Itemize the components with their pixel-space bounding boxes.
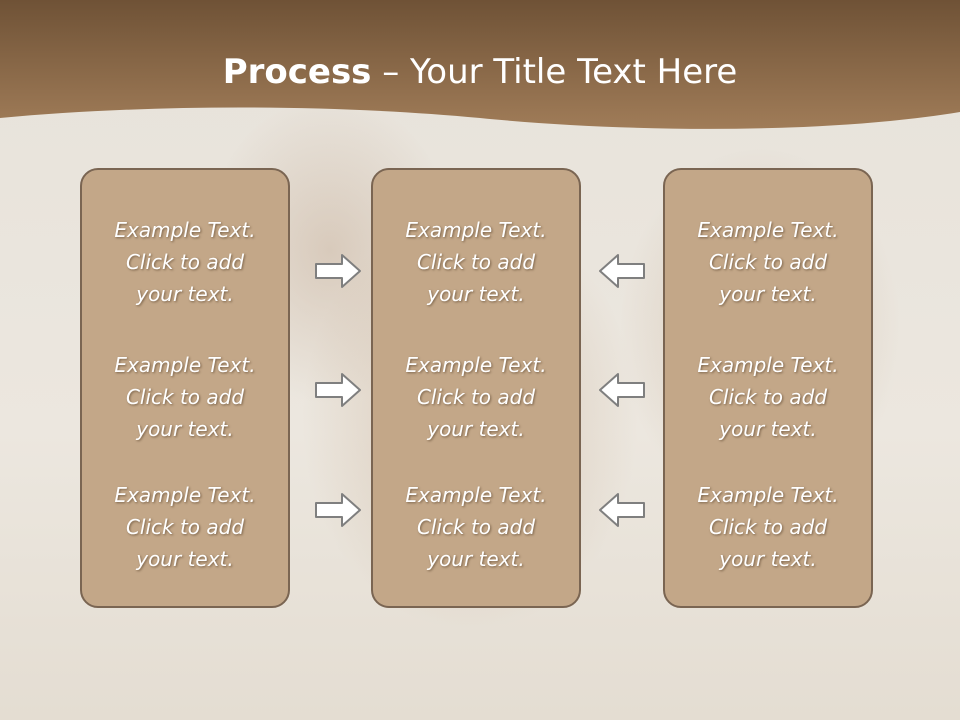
- center-text-box[interactable]: Example Text. Click to add your text. Ex…: [371, 168, 581, 608]
- right-arrow-icon: [315, 254, 361, 288]
- right-text-3[interactable]: Example Text. Click to add your text.: [697, 483, 839, 571]
- center-text-3[interactable]: Example Text. Click to add your text.: [405, 483, 547, 571]
- left-arrow-icon: [599, 493, 645, 527]
- right-arrow-icon: [315, 493, 361, 527]
- left-arrow-icon: [599, 373, 645, 407]
- left-text-box[interactable]: Example Text. Click to add your text. Ex…: [80, 168, 290, 608]
- title-rest: – Your Title Text Here: [371, 52, 738, 92]
- left-text-3[interactable]: Example Text. Click to add your text.: [114, 483, 256, 571]
- center-text-2[interactable]: Example Text. Click to add your text.: [405, 353, 547, 441]
- title-bold: Process: [222, 52, 372, 92]
- left-text-1[interactable]: Example Text. Click to add your text.: [114, 218, 256, 306]
- right-text-2[interactable]: Example Text. Click to add your text.: [697, 353, 839, 441]
- center-text-1[interactable]: Example Text. Click to add your text.: [405, 218, 547, 306]
- right-arrow-icon: [315, 373, 361, 407]
- right-text-1[interactable]: Example Text. Click to add your text.: [697, 218, 839, 306]
- left-text-2[interactable]: Example Text. Click to add your text.: [114, 353, 256, 441]
- header-band: [0, 0, 960, 129]
- right-text-box[interactable]: Example Text. Click to add your text. Ex…: [663, 168, 873, 608]
- left-arrow-icon: [599, 254, 645, 288]
- slide-title[interactable]: Process – Your Title Text Here: [0, 52, 960, 92]
